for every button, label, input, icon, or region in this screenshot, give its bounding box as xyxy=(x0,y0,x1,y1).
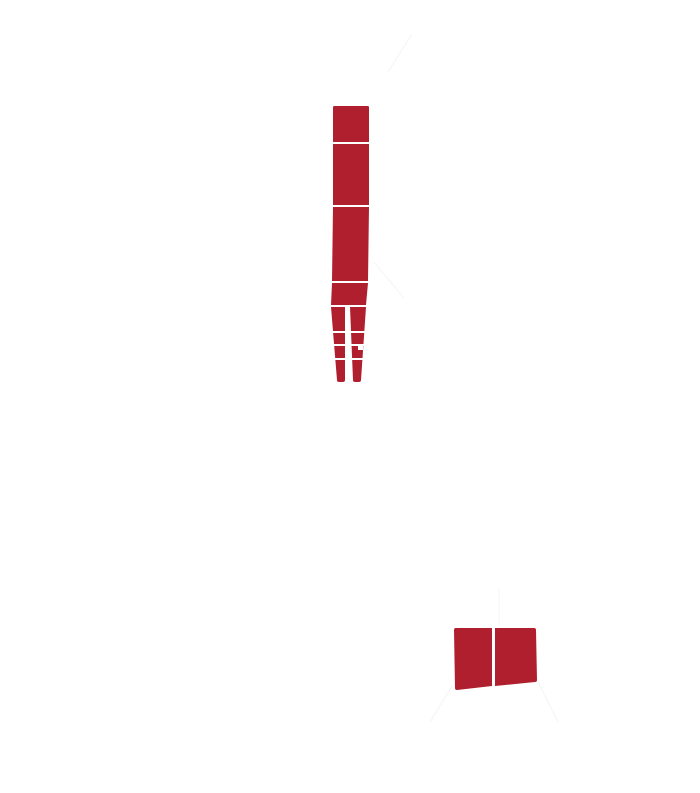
faint-outlines xyxy=(373,33,559,723)
faint-line-middle xyxy=(373,261,405,299)
faint-line-lower-left xyxy=(429,685,453,723)
bar-segment xyxy=(333,144,369,205)
panel-right xyxy=(495,628,537,686)
leg-separator xyxy=(330,358,370,360)
bar-segment xyxy=(332,207,369,281)
leg-separator xyxy=(330,344,370,346)
bar-segment xyxy=(331,283,368,305)
vertical-bar-shape xyxy=(330,106,370,382)
bar-segment xyxy=(333,106,369,142)
faint-line-lower-right xyxy=(537,681,559,723)
leg-separator xyxy=(330,331,370,333)
leg-notch xyxy=(358,346,363,350)
double-panel-shape xyxy=(454,628,537,690)
panel-left xyxy=(454,628,492,690)
faint-line-upper xyxy=(387,33,413,73)
